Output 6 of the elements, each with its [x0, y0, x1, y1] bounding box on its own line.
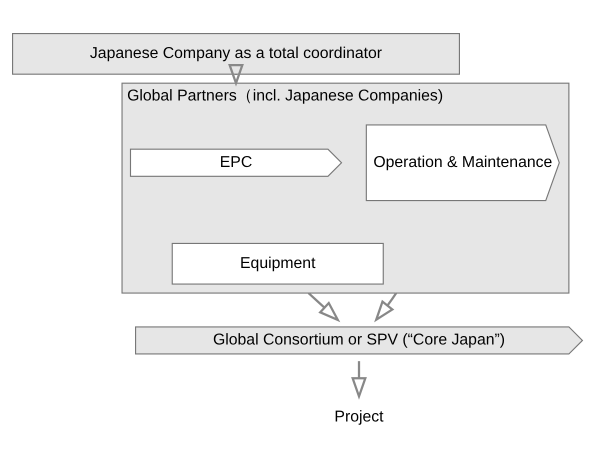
- node-text: Project: [334, 408, 384, 426]
- arrow: [374, 292, 398, 322]
- arrow: [351, 361, 367, 400]
- arrow: [228, 64, 244, 87]
- arrow: [308, 292, 340, 322]
- node-box: Equipment: [172, 242, 384, 285]
